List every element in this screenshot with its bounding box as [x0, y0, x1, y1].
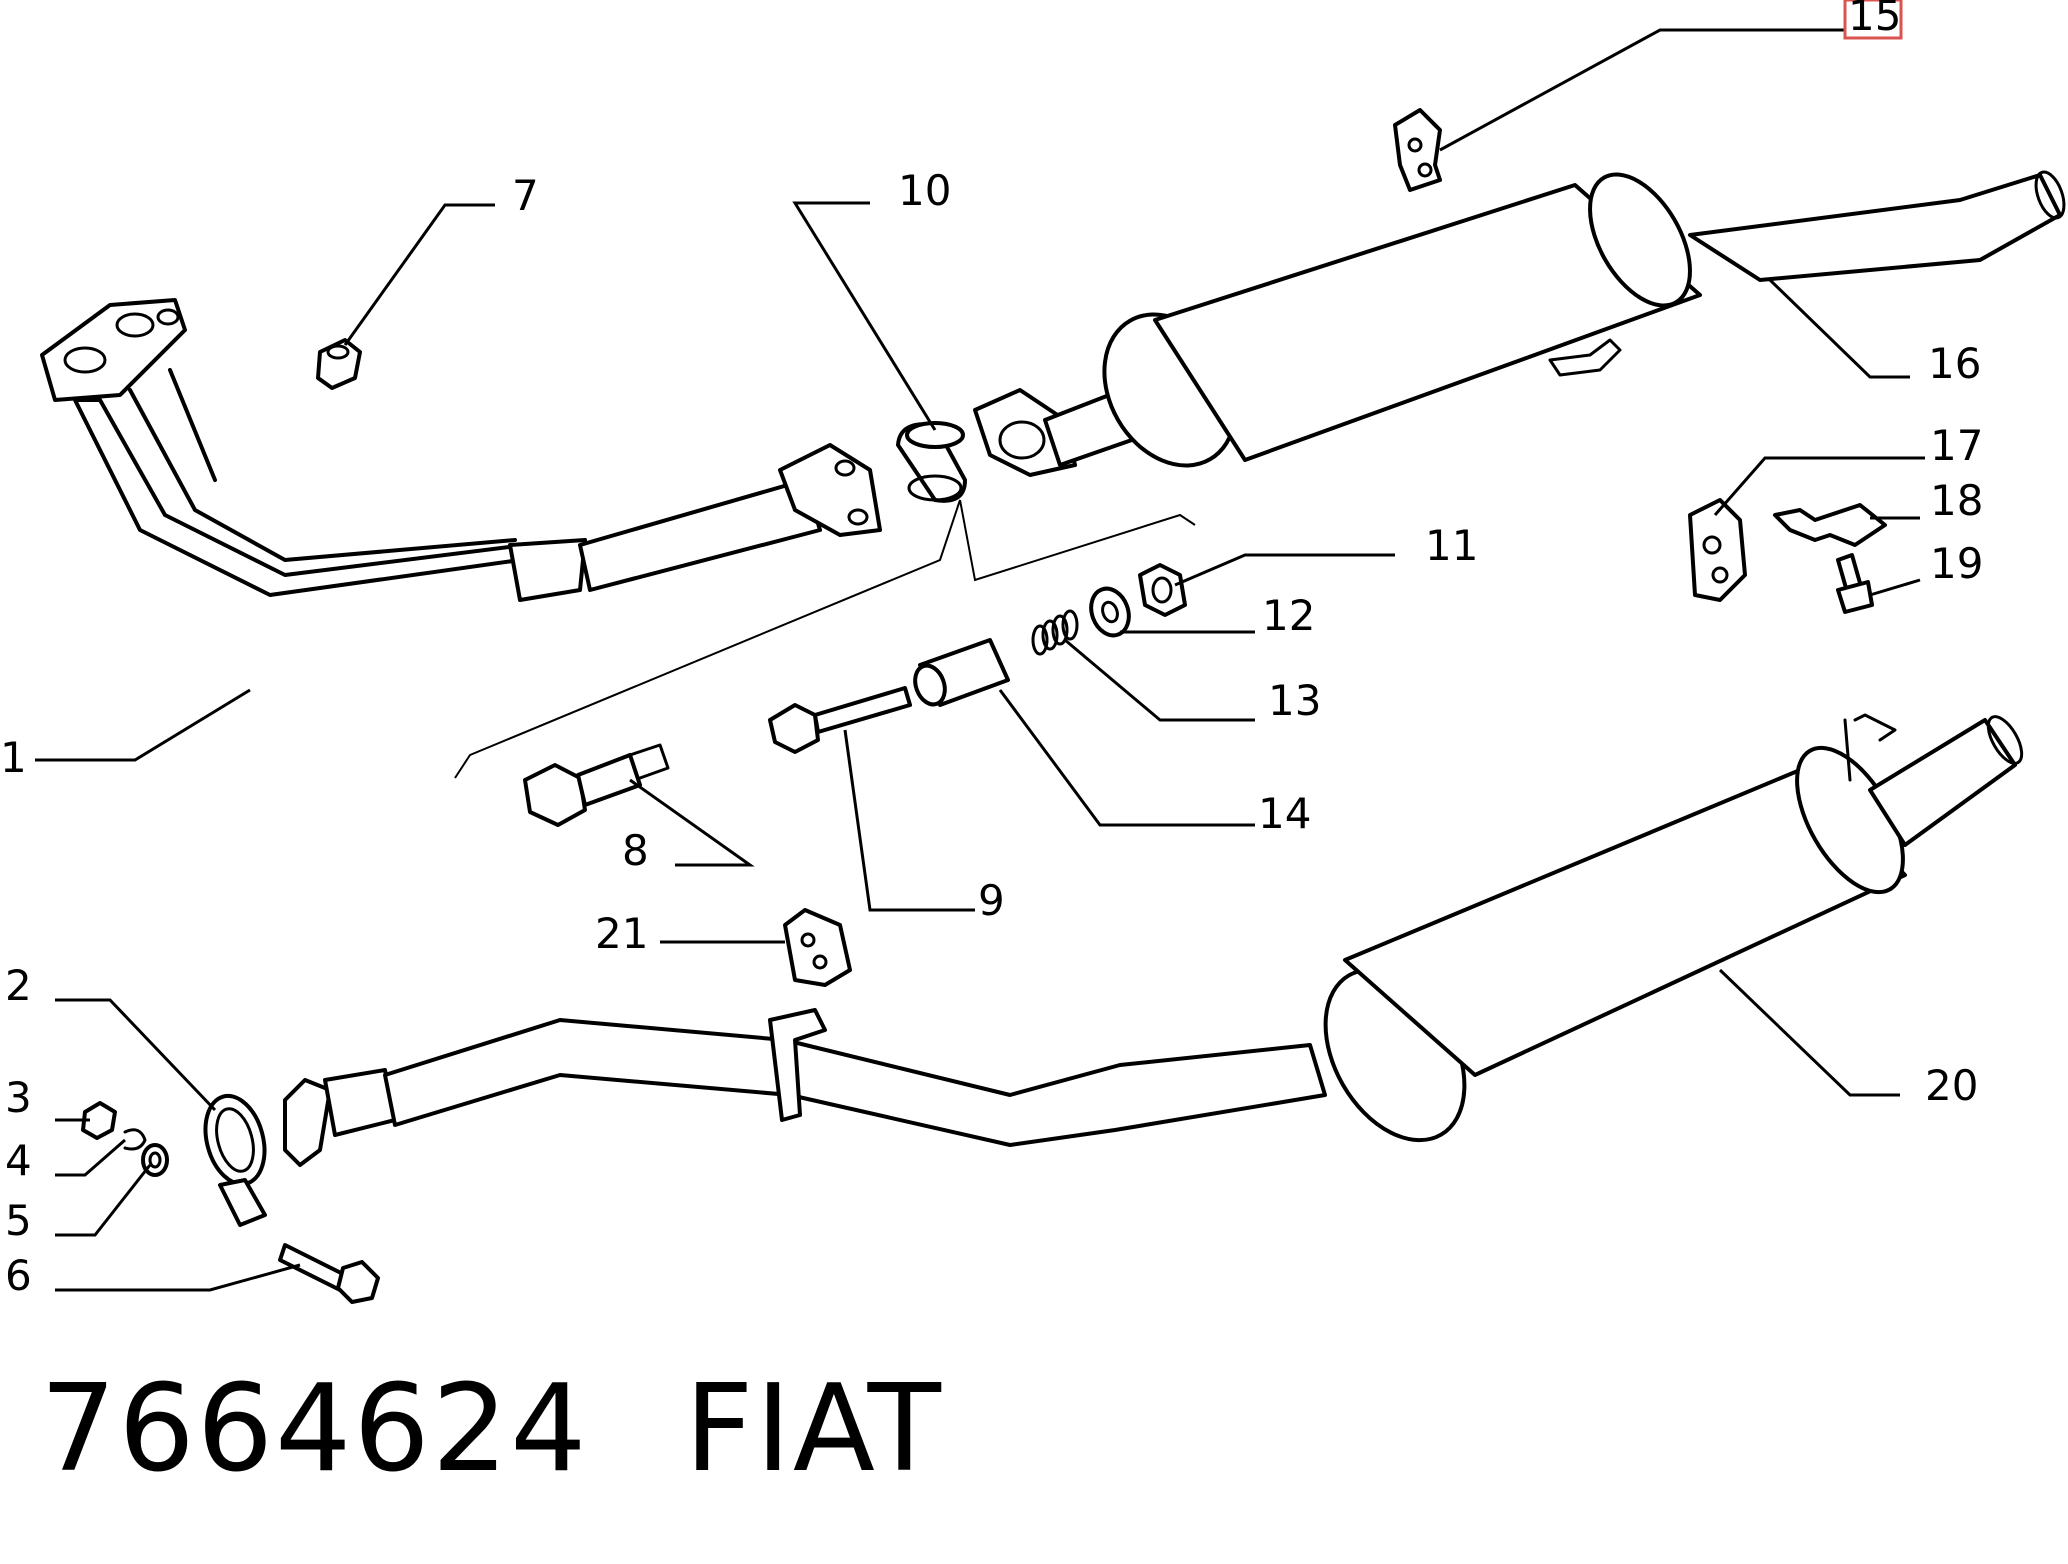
part-2-clamp[interactable]: [196, 1089, 273, 1227]
leader-15: [1439, 28, 1845, 152]
callout-17[interactable]: 17: [1930, 421, 1983, 470]
part-11-nut[interactable]: [1138, 563, 1187, 617]
part-18-bracket[interactable]: [1773, 503, 1887, 547]
leader-7: [343, 203, 495, 346]
callout-10[interactable]: 10: [898, 166, 951, 215]
leader-8: [629, 778, 755, 867]
leader-16: [1768, 278, 1910, 379]
leader-11: [1174, 553, 1395, 587]
leader-4: [55, 1138, 126, 1177]
callout-13[interactable]: 13: [1268, 676, 1321, 725]
callout-21[interactable]: 21: [595, 909, 648, 958]
assembly-separator-line: [454, 499, 1196, 779]
callout-labels: 1 2 3 4 5 6 7 8 9 10 11 12 13 14 15 16 1…: [0, 0, 1983, 1300]
callout-18[interactable]: 18: [1930, 476, 1983, 525]
callout-16[interactable]: 16: [1928, 339, 1981, 388]
callout-14[interactable]: 14: [1258, 789, 1311, 838]
callout-2[interactable]: 2: [5, 961, 32, 1010]
callout-20[interactable]: 20: [1925, 1061, 1978, 1110]
leader-14: [998, 689, 1255, 827]
leader-17: [1713, 456, 1925, 516]
part-16-centre-silencer[interactable]: [973, 158, 2068, 490]
part-21-rubber-mount[interactable]: [783, 908, 852, 987]
leader-5: [55, 1164, 152, 1237]
callout-15[interactable]: 15: [1848, 0, 1901, 40]
callout-3[interactable]: 3: [5, 1073, 32, 1122]
part-15-rubber-mount[interactable]: [1393, 108, 1442, 192]
part-9-long-bolt[interactable]: [768, 686, 912, 754]
callout-12[interactable]: 12: [1262, 591, 1315, 640]
part-8-stud-bolt[interactable]: [523, 743, 670, 827]
part-7-nut[interactable]: [316, 338, 362, 390]
part-6-bolt[interactable]: [278, 1243, 380, 1304]
leader-19: [1869, 578, 1921, 597]
callout-15-highlight: [1843, 0, 1903, 40]
part-4-spring-washer[interactable]: [123, 1128, 147, 1151]
leader-9: [843, 729, 975, 912]
callout-4[interactable]: 4: [5, 1136, 32, 1185]
leader-lines: [35, 28, 1925, 1292]
part-13-spring[interactable]: [1031, 609, 1079, 656]
part-20-rear-silencer[interactable]: [283, 711, 2028, 1167]
callout-6[interactable]: 6: [5, 1251, 32, 1300]
callout-5[interactable]: 5: [5, 1196, 32, 1245]
part-10-sealing-ring[interactable]: [896, 421, 967, 503]
brand-name: FIAT: [684, 1360, 943, 1499]
leader-10: [792, 201, 937, 431]
callout-11[interactable]: 11: [1425, 521, 1478, 570]
leader-20: [1718, 968, 1900, 1097]
part-1-front-downpipe[interactable]: [40, 298, 882, 602]
diagram-footer: 7664624 FIAT: [40, 1360, 943, 1499]
leader-2: [55, 998, 217, 1112]
part-12-washer[interactable]: [1085, 583, 1135, 640]
part-19-screw[interactable]: [1836, 553, 1874, 614]
callout-7[interactable]: 7: [512, 171, 539, 220]
callout-1[interactable]: 1: [0, 733, 27, 782]
part-3-nut[interactable]: [81, 1101, 117, 1140]
callout-9[interactable]: 9: [978, 876, 1005, 925]
callout-19[interactable]: 19: [1930, 539, 1983, 588]
part-17-rubber-mount[interactable]: [1688, 498, 1747, 602]
leader-6: [55, 1263, 301, 1292]
callout-8[interactable]: 8: [622, 826, 649, 875]
part-14-spacer-sleeve[interactable]: [910, 638, 1010, 709]
leader-13: [1064, 638, 1255, 722]
leader-1: [35, 688, 251, 762]
part-number: 7664624: [40, 1360, 589, 1499]
